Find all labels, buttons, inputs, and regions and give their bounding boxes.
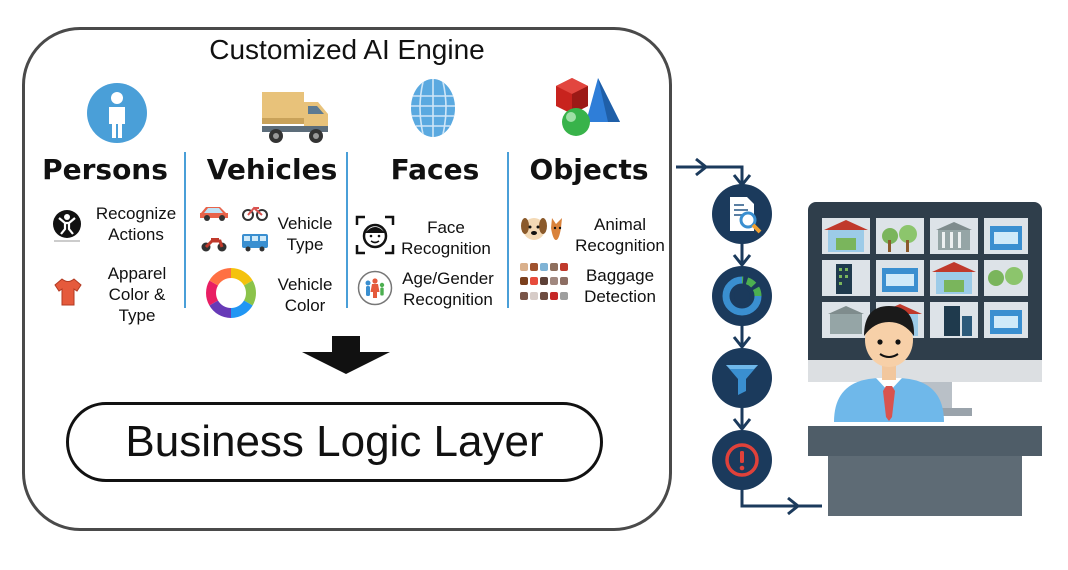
separator xyxy=(184,152,186,308)
document-search-icon xyxy=(712,184,772,244)
car-icon xyxy=(200,207,228,221)
shapes-icon xyxy=(556,78,620,136)
alert-exclamation-icon xyxy=(712,430,772,490)
separator xyxy=(346,152,348,308)
action-pose-icon xyxy=(53,210,81,242)
category-objects: Objects xyxy=(529,153,649,186)
truck-icon xyxy=(262,92,328,143)
feature-vehicle-color: Vehicle Color xyxy=(277,275,333,315)
feature-recognize-actions: Recognize Actions xyxy=(95,204,177,244)
tshirt-icon xyxy=(54,278,82,306)
feature-face-recognition: Face Recognition xyxy=(401,218,491,258)
category-vehicles: Vehicles xyxy=(206,153,338,186)
category-persons: Persons xyxy=(42,153,168,186)
face-recognition-icon xyxy=(355,215,395,255)
feature-animal-recognition: Animal Recognition xyxy=(575,215,665,255)
feature-vehicle-type: Vehicle Type xyxy=(277,214,333,254)
bicycle-icon xyxy=(242,206,268,221)
face-scan-icon xyxy=(411,79,455,137)
filter-funnel-icon xyxy=(712,348,772,408)
person-icon xyxy=(87,83,147,143)
baggage-icon xyxy=(520,263,568,300)
age-gender-icon xyxy=(357,270,393,306)
feature-apparel-color-type: Apparel Color & Type xyxy=(107,264,167,325)
animal-icon xyxy=(521,218,562,240)
processing-ring-icon xyxy=(712,266,772,326)
category-faces: Faces xyxy=(390,153,480,186)
color-wheel-icon xyxy=(206,268,256,318)
business-logic-layer: Business Logic Layer xyxy=(66,402,603,482)
surveillance-operator-illustration xyxy=(808,202,1042,516)
down-arrow-icon xyxy=(302,336,390,374)
feature-age-gender-recognition: Age/Gender Recognition xyxy=(402,269,494,309)
feature-baggage-detection: Baggage Detection xyxy=(584,266,656,306)
separator xyxy=(507,152,509,308)
bus-icon xyxy=(242,234,268,252)
engine-title: Customized AI Engine xyxy=(209,34,485,65)
motorcycle-icon xyxy=(201,238,227,252)
